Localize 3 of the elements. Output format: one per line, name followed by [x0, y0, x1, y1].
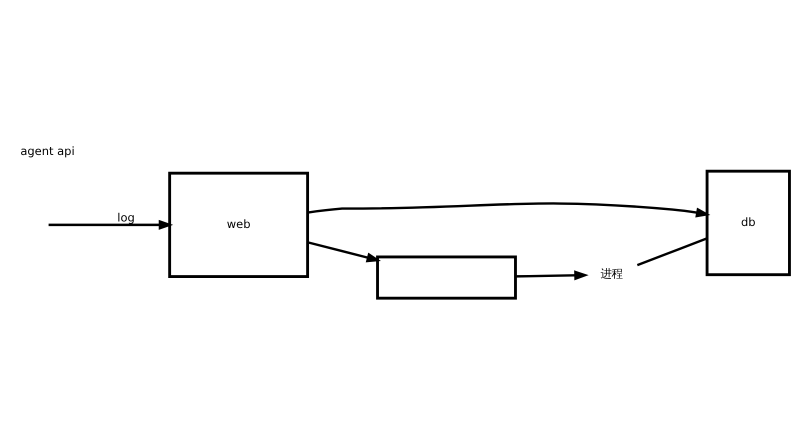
label: agent api: [20, 144, 75, 158]
edge-label: log: [117, 210, 135, 224]
node-text: 进程: [600, 266, 622, 280]
